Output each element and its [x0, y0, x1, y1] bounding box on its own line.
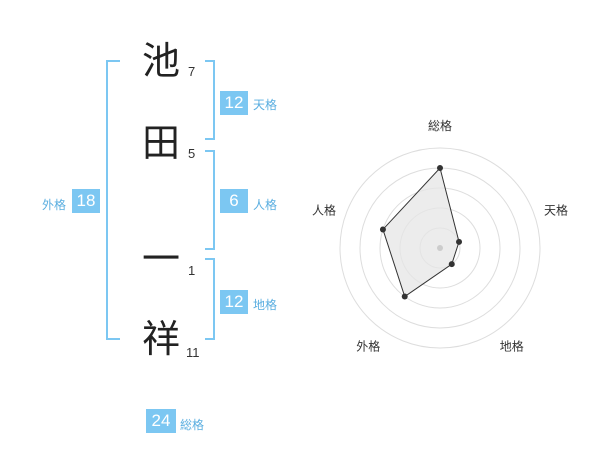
name-char-1: 池	[142, 39, 181, 83]
radar-data-polygon	[382, 166, 460, 298]
name-char-4: 祥	[142, 317, 181, 361]
jinkaku-badge: 6	[220, 189, 248, 213]
radar-axis-label: 天格	[544, 202, 568, 217]
chikaku-badge: 12	[220, 290, 248, 314]
stroke-count-2: 5	[188, 146, 196, 161]
gaikaku-badge: 18	[72, 189, 100, 213]
radar-point	[437, 165, 443, 171]
chikaku-label: 地格	[253, 298, 278, 312]
gaikaku-bracket	[106, 60, 120, 340]
radar-axis-label: 総格	[428, 118, 452, 133]
jinkaku-label: 人格	[253, 198, 278, 212]
jinkaku-bracket	[205, 150, 215, 250]
stroke-count-3: 1	[188, 263, 196, 278]
stroke-count-4: 11	[186, 345, 200, 360]
radar-axis-label: 地格	[500, 339, 524, 354]
radar-axis-label: 人格	[312, 202, 336, 217]
radar-point	[448, 261, 455, 268]
radar-points	[379, 165, 463, 300]
stroke-count-1: 7	[188, 64, 196, 79]
chikaku-bracket	[205, 258, 215, 340]
tenkaku-label: 天格	[253, 98, 278, 112]
gaikaku-label: 外格	[42, 198, 67, 212]
radar-axis-label: 外格	[356, 339, 380, 354]
soukaku-label: 総格	[180, 418, 205, 432]
name-char-2: 田	[142, 121, 181, 165]
radar-ring	[339, 147, 541, 349]
tenkaku-badge: 12	[220, 91, 248, 115]
soukaku-badge: 24	[146, 409, 176, 433]
radar-point	[401, 293, 408, 300]
radar-point	[456, 238, 463, 245]
radar-center-dot	[437, 245, 443, 251]
name-char-3: 一	[142, 237, 181, 281]
radar-point	[379, 226, 386, 233]
tenkaku-bracket	[205, 60, 215, 140]
